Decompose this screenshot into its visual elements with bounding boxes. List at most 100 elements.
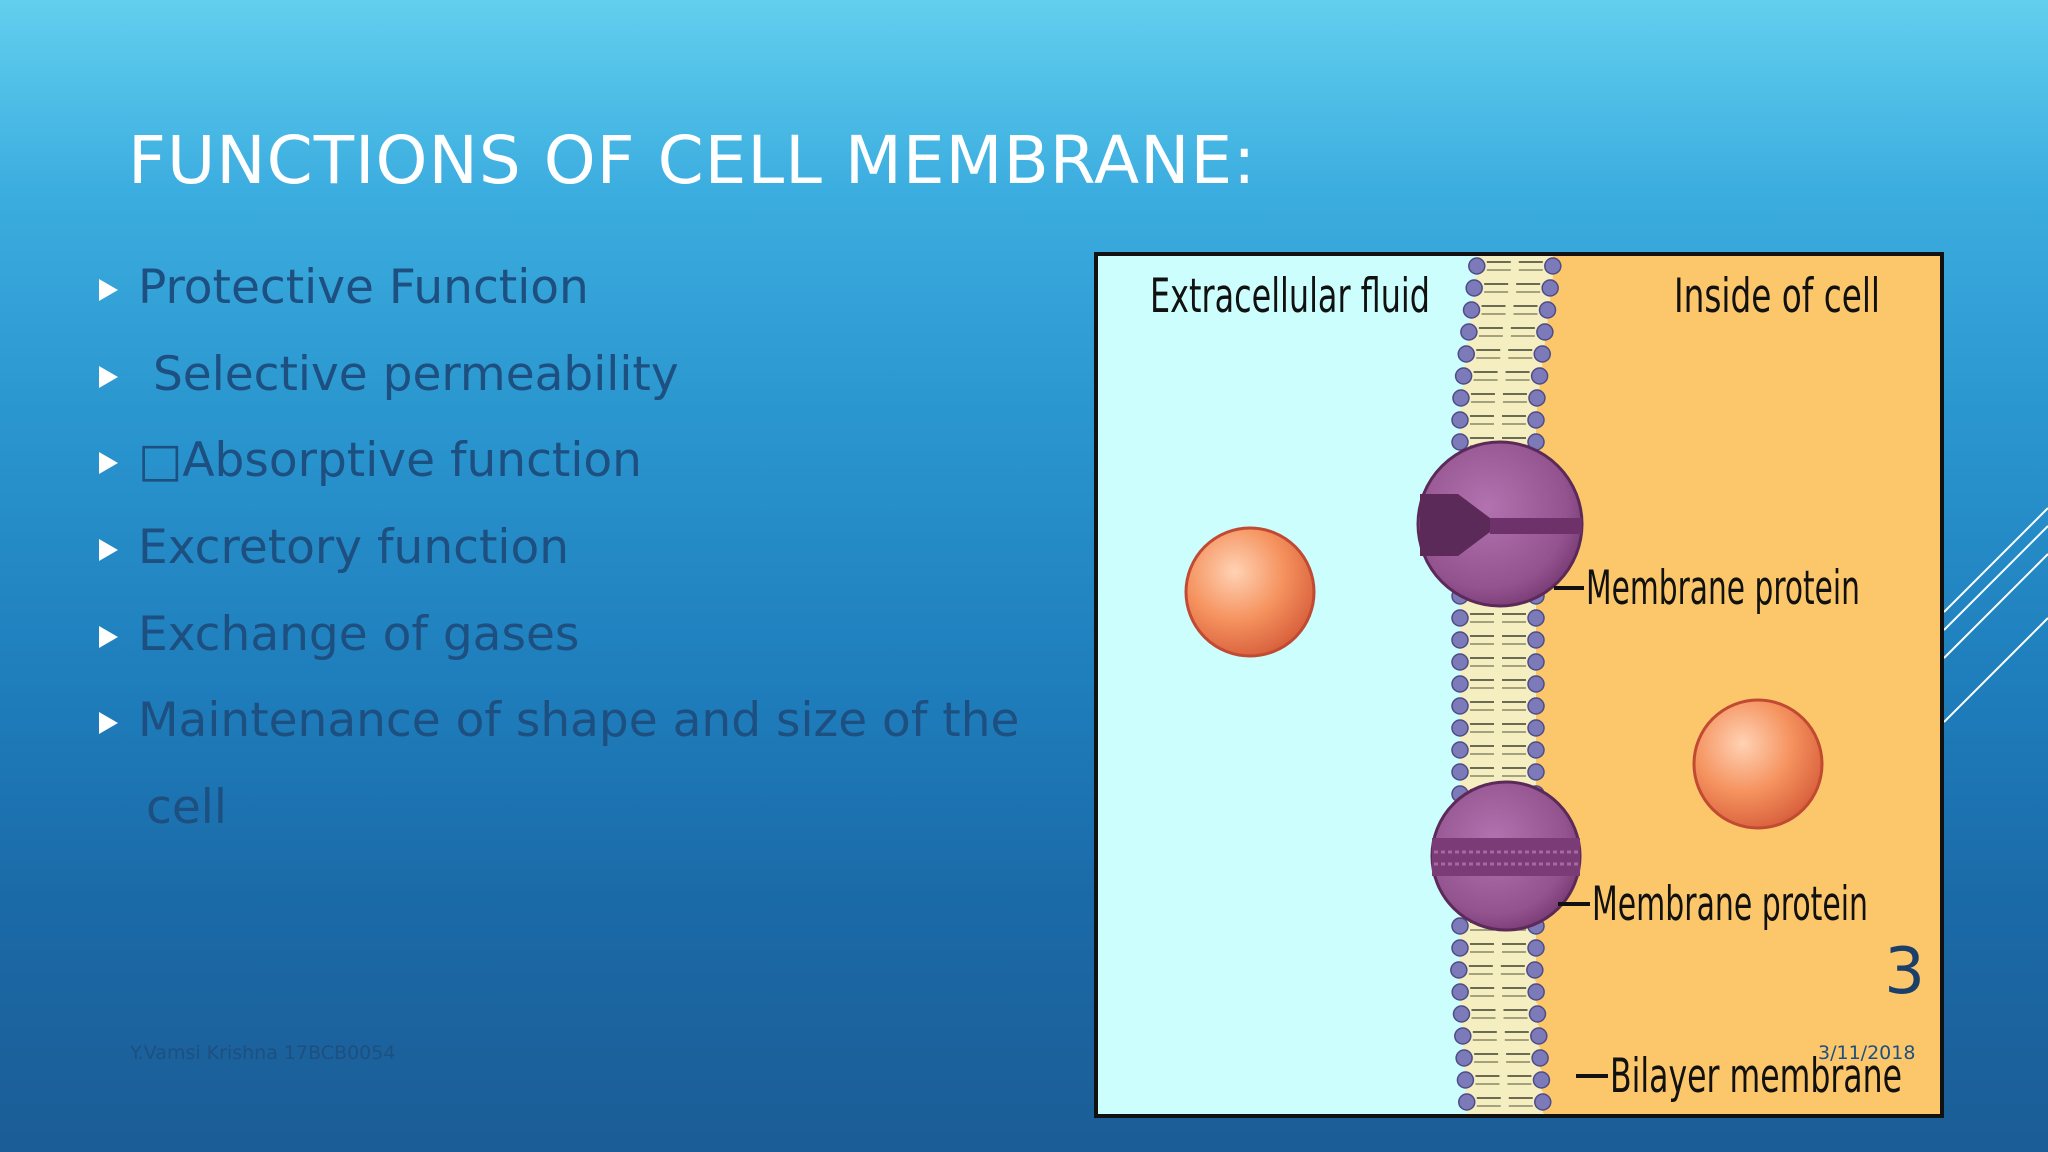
triangle-bullet-icon bbox=[99, 279, 118, 301]
lipid-head bbox=[1454, 1027, 1472, 1045]
lipid-head bbox=[1533, 345, 1551, 363]
bullet-text: □Absorptive function bbox=[138, 433, 642, 489]
membrane-svg: Extracellular fluid Inside of cell Membr… bbox=[1098, 256, 1940, 1114]
lipid-head bbox=[1454, 367, 1473, 385]
lipid-head bbox=[1451, 719, 1469, 737]
lipid-head bbox=[1458, 1093, 1476, 1111]
lipid-head bbox=[1451, 675, 1469, 693]
lipid-head bbox=[1528, 1005, 1547, 1023]
lipid-head bbox=[1451, 697, 1469, 715]
lipid-head bbox=[1530, 367, 1549, 385]
bilayer-segment bbox=[1460, 409, 1536, 433]
bilayer-segment bbox=[1460, 937, 1536, 961]
triangle-bullet-icon bbox=[99, 539, 118, 562]
lipid-head bbox=[1527, 631, 1545, 649]
lipid-head bbox=[1526, 961, 1544, 979]
triangle-bullet-icon bbox=[99, 365, 118, 388]
bullet-continuation: cell bbox=[96, 773, 1056, 853]
bullet-text: Protective Function bbox=[138, 260, 589, 315]
slide-title: FUNCTIONS OF CELL MEMBRANE: bbox=[128, 122, 1257, 199]
bullet-item: Exchange of gases bbox=[96, 600, 1056, 687]
lipid-head bbox=[1534, 1093, 1552, 1111]
lipid-head bbox=[1451, 939, 1469, 957]
label-membrane-protein-top: Membrane protein bbox=[1586, 561, 1860, 616]
membrane-protein-carrier-bottom bbox=[1430, 780, 1582, 932]
lipid-head bbox=[1451, 411, 1469, 429]
lipid-head bbox=[1465, 279, 1483, 297]
slide-number: 3 bbox=[1884, 935, 1925, 1009]
lipid-head bbox=[1527, 609, 1545, 627]
bilayer-segment bbox=[1460, 651, 1536, 675]
bullet-list: Protective Function Selective permeabili… bbox=[96, 253, 1056, 853]
lipid-head bbox=[1451, 631, 1469, 649]
bilayer-segment bbox=[1458, 959, 1535, 983]
molecule-inside bbox=[1692, 698, 1824, 830]
label-inside-of-cell: Inside of cell bbox=[1674, 269, 1880, 324]
lipid-head bbox=[1527, 411, 1545, 429]
lipid-head bbox=[1450, 961, 1468, 979]
bilayer-segment bbox=[1463, 365, 1540, 389]
lipid-head bbox=[1527, 675, 1545, 693]
bilayer-segment bbox=[1476, 256, 1553, 279]
bilayer-segment bbox=[1460, 717, 1536, 741]
lipid-head bbox=[1455, 1049, 1473, 1067]
lipid-head bbox=[1460, 323, 1478, 341]
lipid-head bbox=[1528, 389, 1546, 407]
bullet-continuation-text: cell bbox=[146, 780, 227, 836]
bilayer-segment bbox=[1460, 673, 1536, 697]
bullet-text: Selective permeability bbox=[138, 346, 679, 402]
lipid-head bbox=[1527, 653, 1545, 671]
bilayer-segment bbox=[1468, 1113, 1545, 1114]
bilayer-segment bbox=[1460, 981, 1537, 1005]
lipid-head bbox=[1527, 763, 1545, 781]
bilayer-segment bbox=[1460, 629, 1536, 653]
lipid-head bbox=[1451, 983, 1469, 1001]
bilayer-segment bbox=[1462, 1025, 1539, 1049]
lipid-head bbox=[1451, 653, 1469, 671]
lipid-head bbox=[1527, 719, 1545, 737]
lipid-head bbox=[1527, 939, 1545, 957]
bullet-text: Maintenance of shape and size of the bbox=[138, 693, 1020, 749]
bullet-item: Excretory function bbox=[96, 513, 1056, 600]
lipid-head bbox=[1451, 763, 1469, 781]
molecule-outside bbox=[1184, 526, 1316, 658]
bilayer-segment bbox=[1460, 387, 1537, 411]
intracellular-region bbox=[1518, 256, 1940, 1114]
bilayer-segment bbox=[1471, 299, 1548, 323]
lipid-head bbox=[1531, 1049, 1549, 1067]
label-extracellular-fluid: Extracellular fluid bbox=[1150, 269, 1430, 324]
bullet-text: Exchange of gases bbox=[138, 606, 580, 662]
lipid-head bbox=[1452, 389, 1470, 407]
bilayer-segment bbox=[1460, 695, 1536, 719]
extracellular-region bbox=[1098, 256, 1518, 1114]
lipid-head bbox=[1536, 323, 1554, 341]
bullet-text: Excretory function bbox=[138, 520, 569, 576]
lipid-head bbox=[1457, 345, 1475, 363]
lipid-head bbox=[1462, 301, 1481, 319]
triangle-bullet-icon bbox=[99, 625, 118, 648]
lipid-head bbox=[1527, 697, 1545, 715]
lipid-head bbox=[1456, 1071, 1475, 1089]
bullet-item: Protective Function bbox=[96, 253, 1056, 340]
lipid-head bbox=[1541, 279, 1559, 297]
lipid-head bbox=[1538, 301, 1557, 319]
membrane-protein-channel-top bbox=[1416, 440, 1584, 608]
lipid-head bbox=[1452, 1005, 1471, 1023]
bullet-item: Selective permeability bbox=[96, 340, 1056, 427]
lipid-head bbox=[1530, 1027, 1548, 1045]
bilayer-segment bbox=[1465, 1069, 1542, 1093]
bilayer-segment bbox=[1474, 277, 1551, 301]
bullet-item: Maintenance of shape and size of the bbox=[96, 686, 1056, 773]
lipid-head bbox=[1532, 1071, 1551, 1089]
decorative-lines bbox=[1944, 507, 2048, 723]
lipid-head bbox=[1527, 741, 1545, 759]
lipid-head bbox=[1451, 917, 1469, 935]
cell-membrane-diagram: Extracellular fluid Inside of cell Membr… bbox=[1094, 252, 1944, 1118]
bilayer-segment bbox=[1461, 1003, 1538, 1027]
lipid-head bbox=[1451, 741, 1469, 759]
triangle-bullet-icon bbox=[99, 712, 118, 735]
lipid-head bbox=[1544, 257, 1562, 275]
bilayer-segment bbox=[1460, 739, 1536, 763]
label-membrane-protein-bottom: Membrane protein bbox=[1592, 877, 1868, 932]
lipid-head bbox=[1451, 609, 1469, 627]
